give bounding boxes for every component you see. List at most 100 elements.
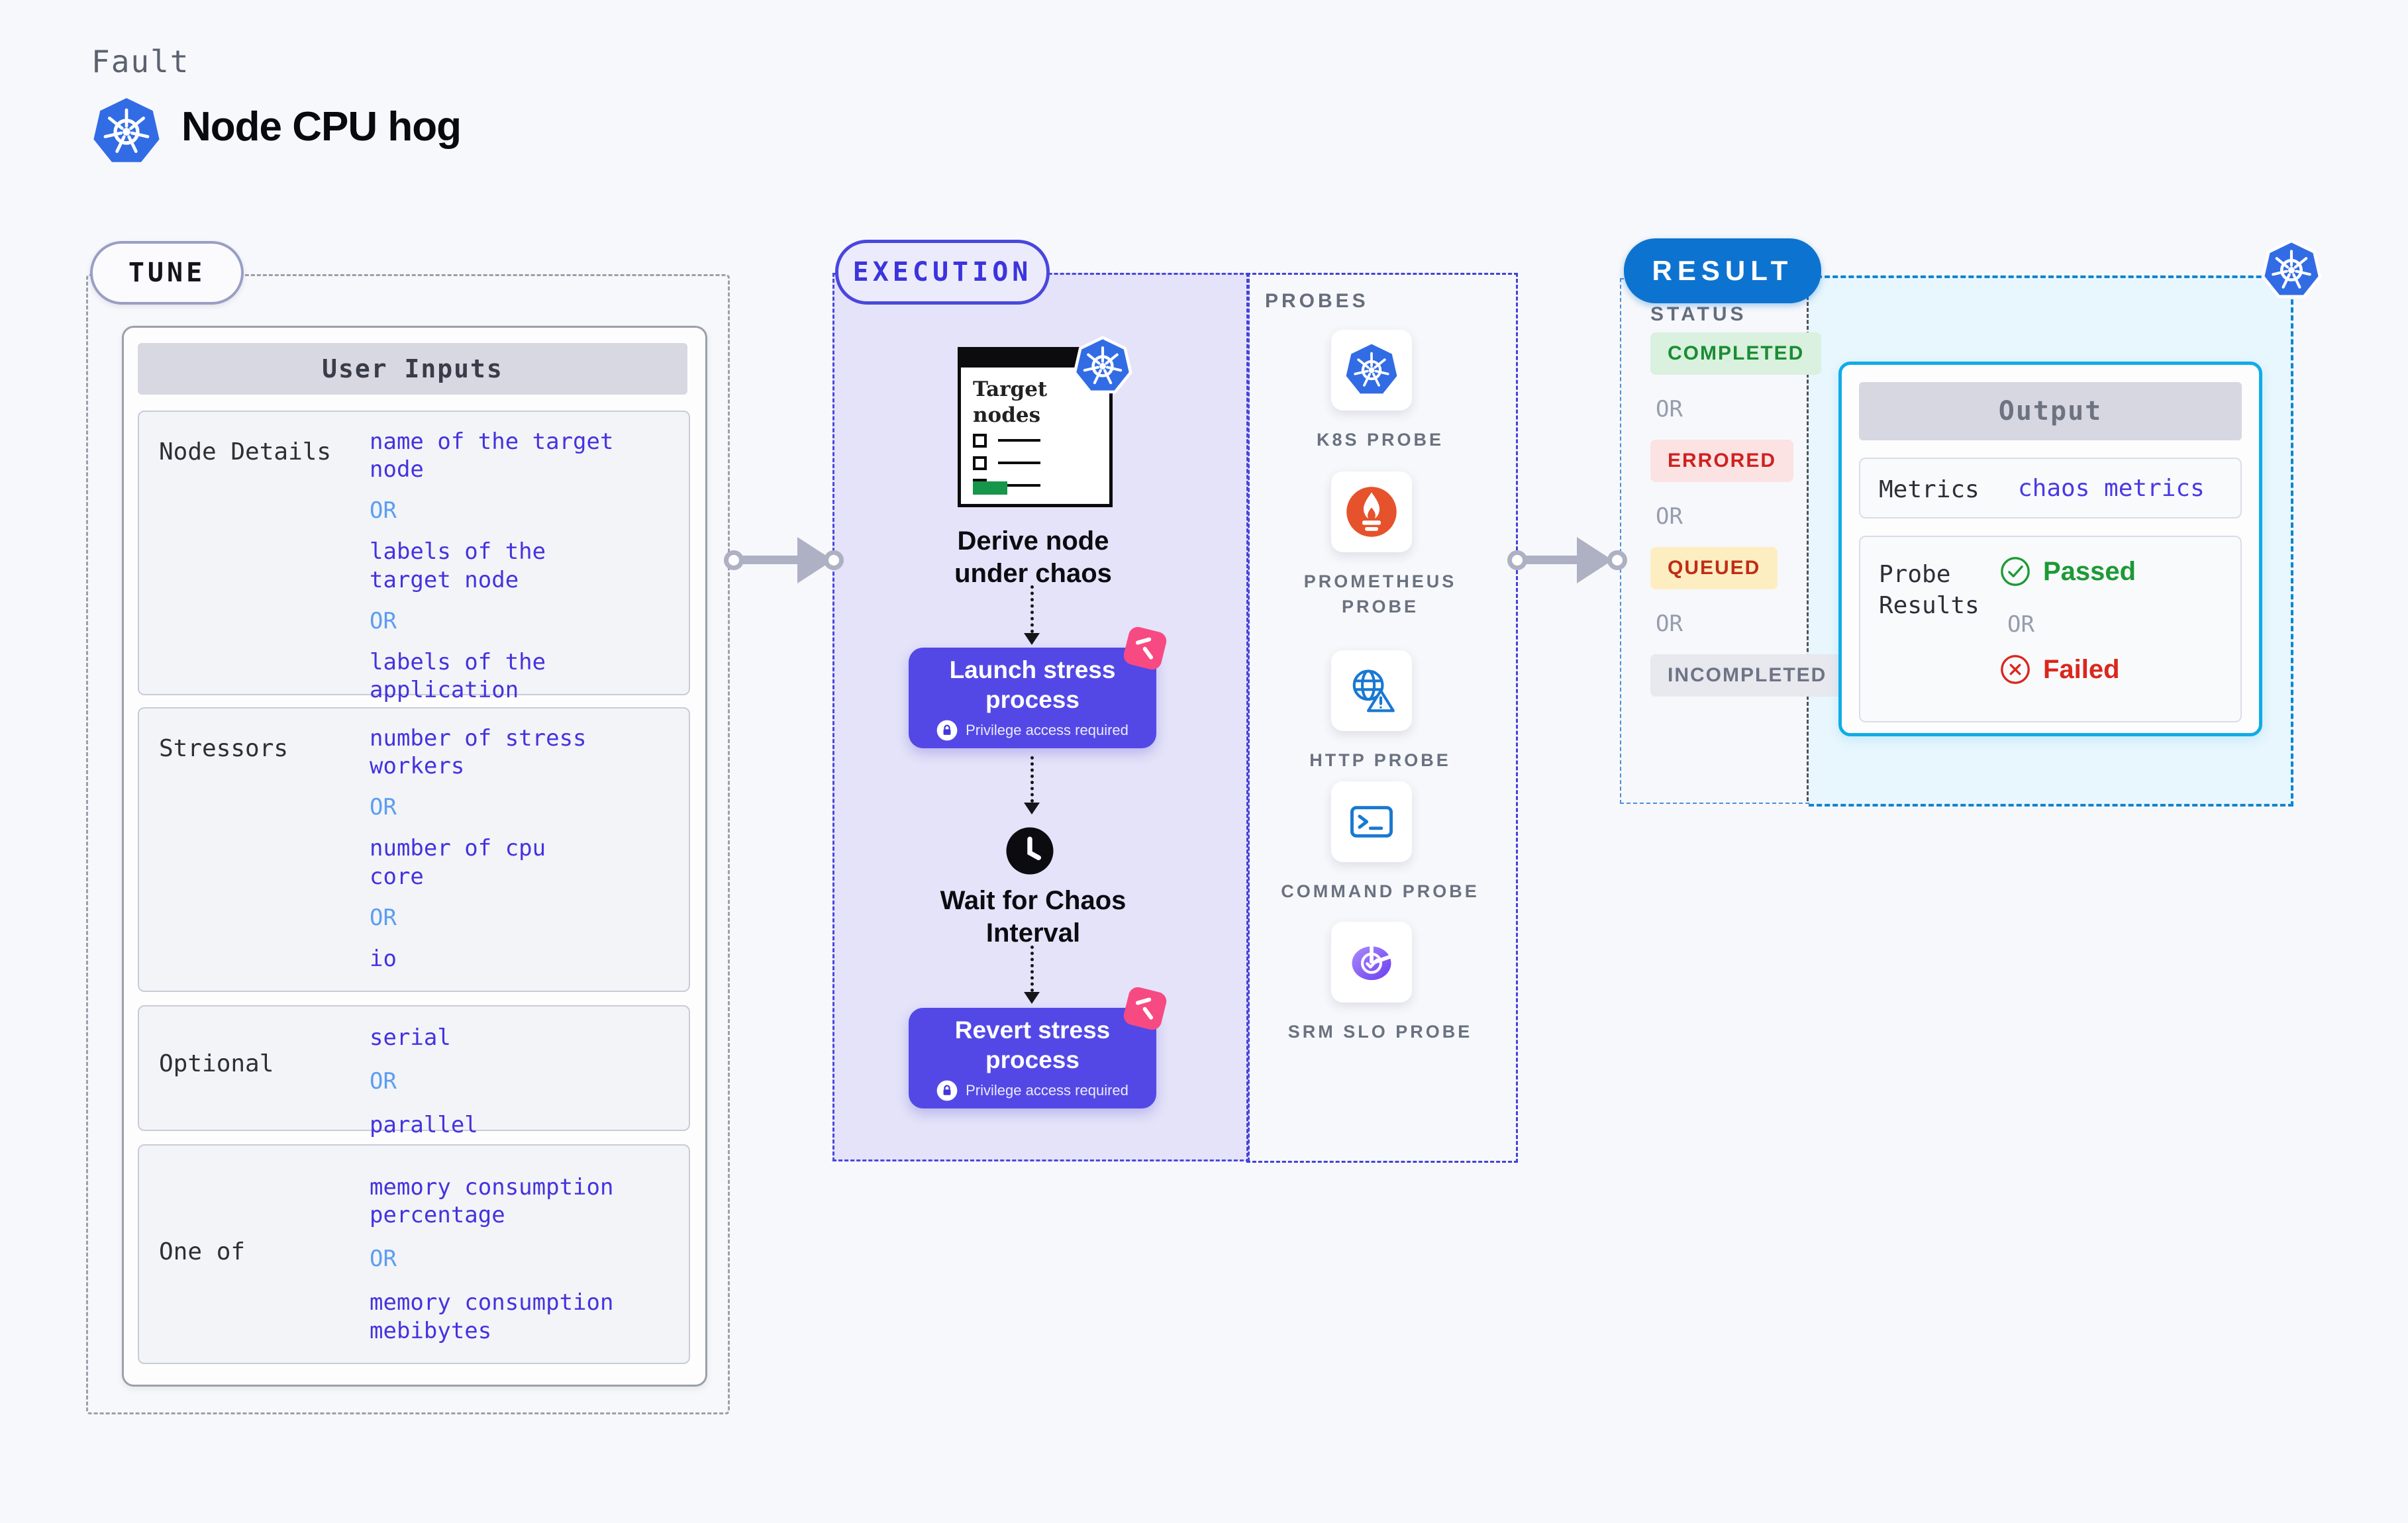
- connector-end-ring: [824, 550, 844, 570]
- step-title: Launch stress process: [949, 656, 1116, 713]
- output-card: Output Metrics chaos metrics Probe Resul…: [1838, 362, 2262, 736]
- or-separator: OR: [370, 497, 397, 524]
- connector-start-ring: [724, 550, 744, 570]
- or-separator: OR: [370, 1068, 397, 1095]
- connector-line: [1524, 556, 1581, 564]
- list-line: [998, 484, 1040, 487]
- green-button-bar: [973, 481, 1007, 495]
- flow-dotted-line: [1030, 756, 1034, 803]
- prometheus-icon: [1346, 487, 1397, 537]
- input-option: target node: [370, 566, 519, 593]
- or-separator: OR: [370, 904, 397, 931]
- privilege-note: Privilege access required: [966, 1082, 1129, 1099]
- status-badge-incompleted: INCOMPLETED: [1650, 654, 1844, 697]
- revert-stress-process-node: Revert stress process Privilege access r…: [909, 1008, 1156, 1108]
- lock-icon: [936, 1080, 958, 1101]
- kubernetes-icon: [1073, 336, 1132, 394]
- probe-card-srm-slo: [1331, 922, 1412, 1003]
- step-title: Revert stress process: [954, 1016, 1111, 1073]
- input-option: node: [370, 456, 424, 483]
- or-separator: OR: [2007, 611, 2034, 638]
- output-header: Output: [1859, 382, 2242, 440]
- kubernetes-icon: [93, 98, 160, 162]
- probe-label: HTTP PROBE: [1309, 750, 1451, 770]
- input-row-one-of: One of memory consumption percentage OR …: [138, 1144, 690, 1364]
- flow-dotted-line: [1030, 946, 1034, 992]
- privilege-note: Privilege access required: [966, 722, 1129, 739]
- status-badge-queued: QUEUED: [1650, 547, 1778, 589]
- derive-step-label: Derive node under chaos: [954, 526, 1112, 588]
- input-row-label: Node Details: [159, 438, 332, 466]
- checkbox-icon: [973, 456, 987, 470]
- or-separator: OR: [370, 1246, 397, 1273]
- input-option: labels of the application: [370, 648, 546, 704]
- probe-card-http: [1331, 650, 1412, 731]
- metrics-row: Metrics chaos metrics: [1859, 458, 2242, 518]
- input-option: core: [370, 863, 424, 890]
- connector-line: [740, 556, 801, 564]
- input-row-label: One of: [159, 1238, 246, 1265]
- launch-stress-process-node: Launch stress process Privilege access r…: [909, 648, 1156, 748]
- arrowhead-icon: [1024, 803, 1040, 814]
- input-row-stressors: Stressors number of stress workers OR nu…: [138, 707, 690, 992]
- kubernetes-icon: [1346, 344, 1397, 394]
- arrowhead-icon: [1024, 633, 1040, 645]
- status-label: STATUS: [1650, 303, 1747, 325]
- status-badge-completed: COMPLETED: [1650, 332, 1822, 375]
- input-option: number of cpu: [370, 835, 546, 862]
- metrics-value: chaos metrics: [2018, 475, 2205, 502]
- input-option: workers: [370, 753, 465, 780]
- passed-label: Passed: [2043, 556, 2136, 586]
- probe-label: SRM SLO PROBE: [1287, 1022, 1473, 1042]
- clock-icon: [1006, 827, 1054, 875]
- input-option: name of the target: [370, 428, 614, 455]
- probe-card-command: [1331, 781, 1412, 862]
- probe-card-k8s: [1331, 330, 1412, 411]
- probe-label: PROMETHEUS PROBE: [1303, 571, 1457, 616]
- probe-results-row: Probe Results Passed OR Failed: [1859, 536, 2242, 722]
- flow-dotted-line: [1030, 585, 1034, 633]
- target-nodes-title: Target nodes: [973, 377, 1048, 427]
- wait-step-label: Wait for Chaos Interval: [940, 886, 1127, 948]
- tune-badge: TUNE: [90, 241, 244, 305]
- tune-section-border: [86, 274, 730, 1414]
- probes-panel-label: PROBES: [1265, 290, 1369, 312]
- metrics-label: Metrics: [1879, 476, 1980, 503]
- input-row-node-details: Node Details name of the target node OR …: [138, 411, 690, 759]
- input-option: io: [370, 945, 397, 972]
- input-row-label: Optional: [159, 1050, 274, 1077]
- connector-start-ring: [1507, 550, 1527, 570]
- lock-icon: [936, 720, 958, 741]
- terminal-icon: [1350, 806, 1393, 838]
- probes-panel: [1246, 273, 1518, 1163]
- status-output-divider: [1807, 278, 1809, 801]
- list-line: [998, 462, 1040, 464]
- passed-result: Passed: [1999, 556, 2136, 587]
- slo-donut-check-icon: [1352, 944, 1391, 981]
- probe-card-prometheus: [1331, 471, 1412, 552]
- page-title: Node CPU hog: [181, 104, 462, 150]
- probe-label: K8S PROBE: [1316, 430, 1444, 450]
- globe-warning-icon: [1352, 669, 1395, 712]
- arrowhead-icon: [1024, 992, 1040, 1004]
- probe-results-label: Probe Results: [1879, 561, 1980, 619]
- arrowhead-icon: [1577, 537, 1613, 583]
- input-option: mebibytes: [370, 1317, 492, 1344]
- x-circle-icon: [2001, 655, 2030, 684]
- check-circle-icon: [2001, 557, 2030, 586]
- input-option: parallel: [370, 1112, 478, 1139]
- input-option: percentage: [370, 1202, 505, 1229]
- probe-label: COMMAND PROBE: [1281, 881, 1480, 901]
- or-separator: OR: [370, 607, 397, 634]
- connector-end-ring: [1607, 550, 1627, 570]
- input-option: memory consumption: [370, 1174, 614, 1201]
- status-badge-errored: ERRORED: [1650, 440, 1794, 482]
- input-option: number of stress: [370, 725, 587, 752]
- input-option: memory consumption: [370, 1289, 614, 1316]
- kubernetes-icon: [2261, 240, 2322, 299]
- failed-result: Failed: [1999, 654, 2120, 685]
- user-inputs-header: User Inputs: [138, 343, 687, 395]
- fault-kicker: Fault: [91, 44, 190, 79]
- list-line: [998, 439, 1040, 442]
